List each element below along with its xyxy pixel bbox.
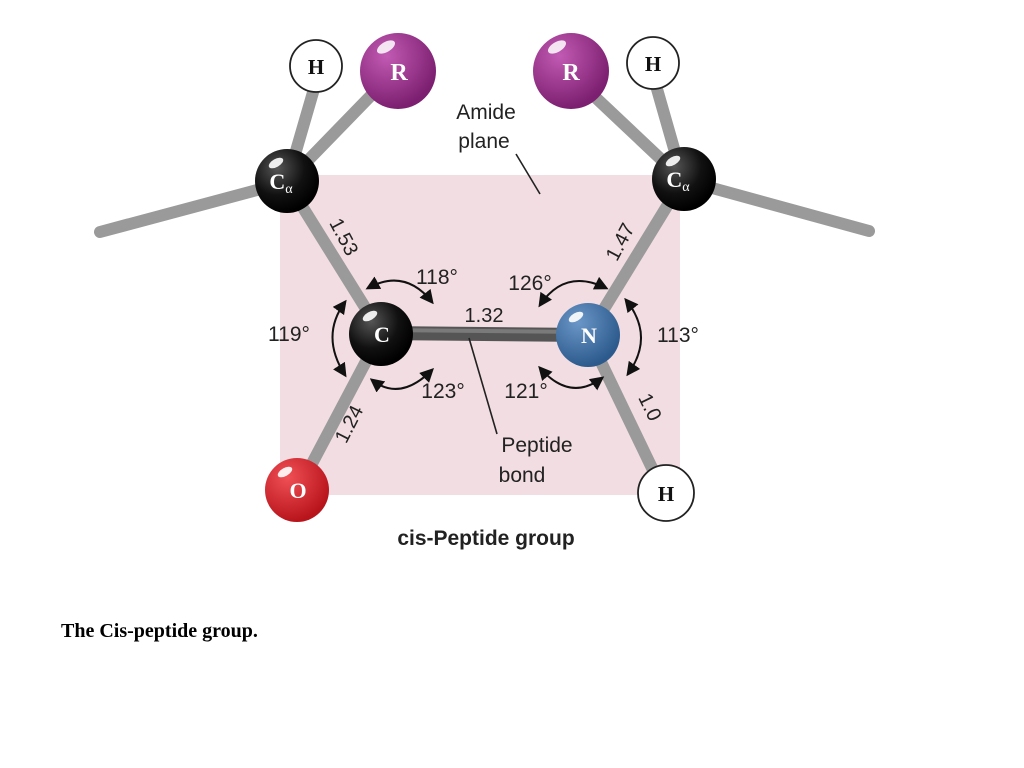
atom-r-left: R <box>360 33 436 109</box>
diagram-title: cis-Peptide group <box>397 527 574 550</box>
angle-c-n-ca: 126° <box>508 272 551 295</box>
amide-plane-label-line2: plane <box>458 130 509 153</box>
angle-o-c-n: 123° <box>421 380 464 403</box>
arc-ca-n-h <box>624 297 642 377</box>
angle-arcs <box>331 276 642 393</box>
arc-c-n-ca <box>538 276 609 308</box>
svg-text:Cα: Cα <box>666 167 690 195</box>
peptide-bond-pointer <box>468 337 498 435</box>
atom-h-left-label: H <box>308 55 324 79</box>
peptide-bond <box>380 326 589 342</box>
atom-ca-right-subscript: α <box>682 180 690 195</box>
angle-ca-n-h: 113° <box>657 324 699 347</box>
atom-ca-right-label: C <box>666 167 682 192</box>
atom-o: O <box>265 458 329 522</box>
atom-ca-left-label: C <box>269 169 285 194</box>
peptide-bond-label-line2: bond <box>499 464 546 487</box>
atom-o-label: O <box>289 478 306 503</box>
atom-h-n: H <box>637 464 695 522</box>
arc-o-c-n <box>369 368 434 393</box>
svg-text:Cα: Cα <box>269 169 293 197</box>
atom-c-label: C <box>374 322 390 347</box>
cis-peptide-diagram: H R H R Cα Cα C N O <box>94 33 875 550</box>
amide-plane-pointer <box>515 153 541 195</box>
atom-ca-right: Cα <box>652 147 716 211</box>
atom-h-n-label: H <box>658 482 674 506</box>
bond-ca-left-chain <box>94 176 293 238</box>
atom-r-left-label: R <box>390 60 408 86</box>
arc-c-n-h <box>538 365 605 391</box>
atom-h-left: H <box>289 39 343 93</box>
arc-ca-c-n <box>365 276 434 305</box>
atom-n-label: N <box>581 323 597 348</box>
atom-ca-left: Cα <box>255 149 319 213</box>
peptide-bond-label-line1: Peptide <box>501 434 572 457</box>
angle-ca-c-o: 119° <box>268 323 310 346</box>
atom-h-right-label: H <box>645 52 661 76</box>
figure-caption: The Cis-peptide group. <box>61 620 258 642</box>
angle-ca-c-n: 118° <box>416 266 458 289</box>
atom-r-right-label: R <box>562 60 580 86</box>
arc-ca-c-o <box>331 299 347 378</box>
atom-n: N <box>556 303 620 367</box>
atom-ca-left-subscript: α <box>285 182 293 197</box>
atom-r-right: R <box>533 33 609 109</box>
bond-length-c-n: 1.32 <box>465 305 504 327</box>
peptide-bond-highlight <box>380 328 589 334</box>
atom-h-right: H <box>626 36 680 90</box>
amide-plane-label-line1: Amide <box>456 101 516 124</box>
angle-c-n-h: 121° <box>504 380 547 403</box>
atom-c: C <box>349 302 413 366</box>
